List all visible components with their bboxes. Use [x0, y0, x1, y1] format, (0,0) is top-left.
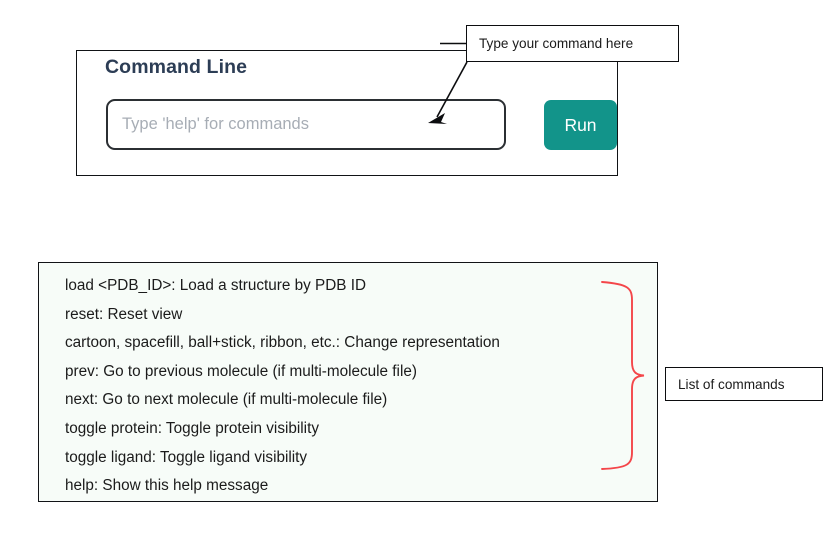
commands-help-box: load <PDB_ID>: Load a structure by PDB I…: [38, 262, 658, 502]
run-button[interactable]: Run: [544, 100, 617, 150]
list-item: help: Show this help message: [65, 477, 269, 495]
command-input[interactable]: [106, 99, 506, 150]
list-item: reset: Reset view: [65, 305, 183, 323]
page-title: Command Line: [105, 56, 248, 78]
list-item: load <PDB_ID>: Load a structure by PDB I…: [65, 277, 366, 294]
list-item: toggle protein: Toggle protein visibilit…: [65, 419, 319, 437]
list-item: next: Go to next molecule (if multi-mole…: [65, 391, 388, 409]
command-input-row: Run: [106, 99, 617, 151]
list-item: prev: Go to previous molecule (if multi-…: [65, 362, 417, 380]
annotation-callout-input: Type your command here: [466, 25, 679, 62]
annotation-callout-list: List of commands: [665, 367, 823, 401]
list-item: toggle ligand: Toggle ligand visibility: [65, 448, 308, 466]
list-item: cartoon, spacefill, ball+stick, ribbon, …: [65, 334, 500, 352]
commands-list: load <PDB_ID>: Load a structure by PDB I…: [65, 272, 647, 501]
command-line-panel: Command Line Run: [76, 50, 618, 176]
